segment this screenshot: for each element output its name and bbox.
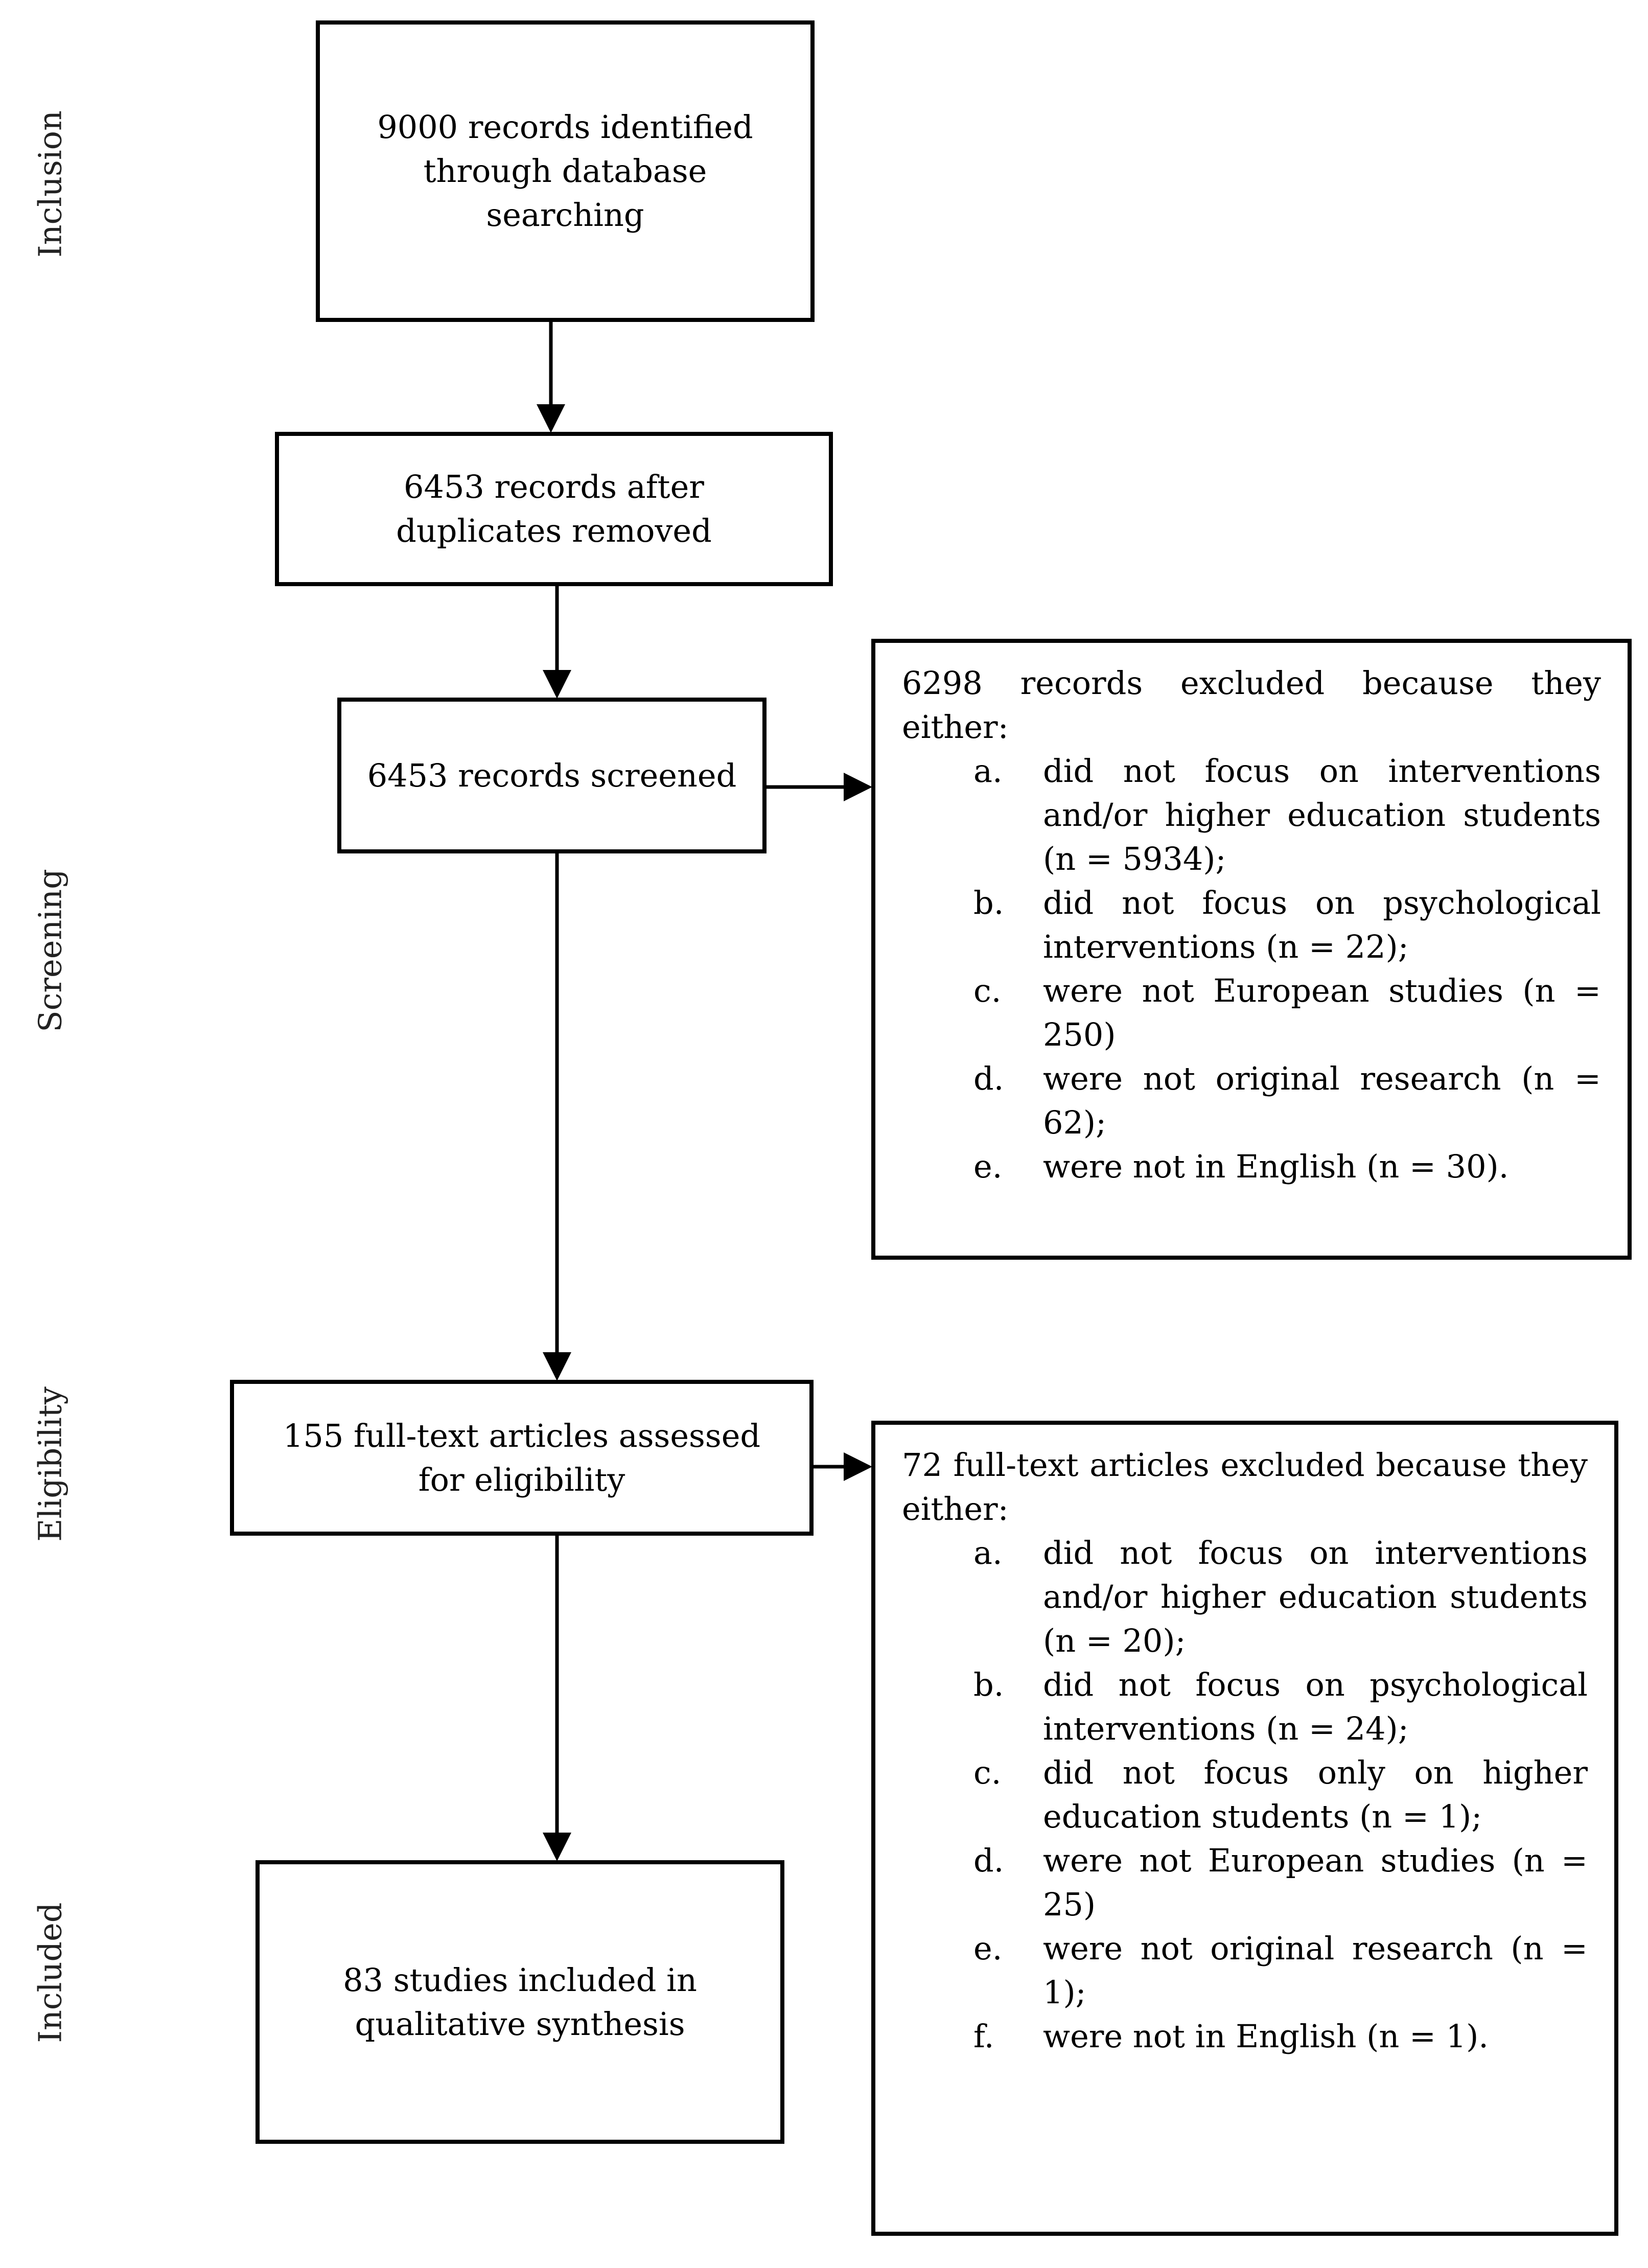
screening-exclusion-list: a.did not focus on interventions and/or … xyxy=(902,749,1601,1189)
list-item: a.did not focus on interventions and/or … xyxy=(973,752,1601,877)
list-item: c.did not focus only on higher education… xyxy=(973,1754,1588,1835)
included-studies-box: 83 studies included in qualitative synth… xyxy=(256,1860,784,2144)
screening-exclusion-box: 6298 records excluded because they eithe… xyxy=(871,639,1632,1260)
list-item: e.were not original research (n = 1); xyxy=(973,1930,1588,2011)
list-item: b.did not focus on psychological interve… xyxy=(973,884,1601,965)
list-item: d.were not original research (n = 62); xyxy=(973,1060,1601,1141)
deduplicated-records-box: 6453 records after duplicates removed xyxy=(275,432,833,586)
deduplicated-records-text: 6453 records after duplicates removed xyxy=(396,468,712,549)
screening-exclusion-header: 6298 records excluded because they eithe… xyxy=(902,664,1601,746)
fulltext-assessed-text: 155 full-text articles assessed for elig… xyxy=(283,1417,761,1498)
fulltext-exclusion-list: a.did not focus on interventions and/or … xyxy=(902,1531,1588,2058)
screened-records-text: 6453 records screened xyxy=(367,756,737,794)
list-item: a.did not focus on interventions and/or … xyxy=(973,1534,1588,1659)
fulltext-exclusion-header: 72 full-text articles excluded because t… xyxy=(902,1446,1588,1528)
list-item: c.were not European studies (n = 250) xyxy=(973,972,1601,1053)
identified-records-text: 9000 records identified through database… xyxy=(377,108,753,234)
included-studies-text: 83 studies included in qualitative synth… xyxy=(343,1961,697,2043)
fulltext-assessed-box: 155 full-text articles assessed for elig… xyxy=(230,1380,814,1536)
screened-records-box: 6453 records screened xyxy=(337,698,767,853)
list-item: e.were not in English (n = 30). xyxy=(973,1148,1509,1185)
list-item: f.were not in English (n = 1). xyxy=(973,2018,1489,2055)
identified-records-box: 9000 records identified through database… xyxy=(316,20,815,322)
list-item: b.did not focus on psychological interve… xyxy=(973,1666,1588,1747)
fulltext-exclusion-box: 72 full-text articles excluded because t… xyxy=(871,1421,1618,2236)
list-item: d.were not European studies (n = 25) xyxy=(973,1842,1588,1923)
